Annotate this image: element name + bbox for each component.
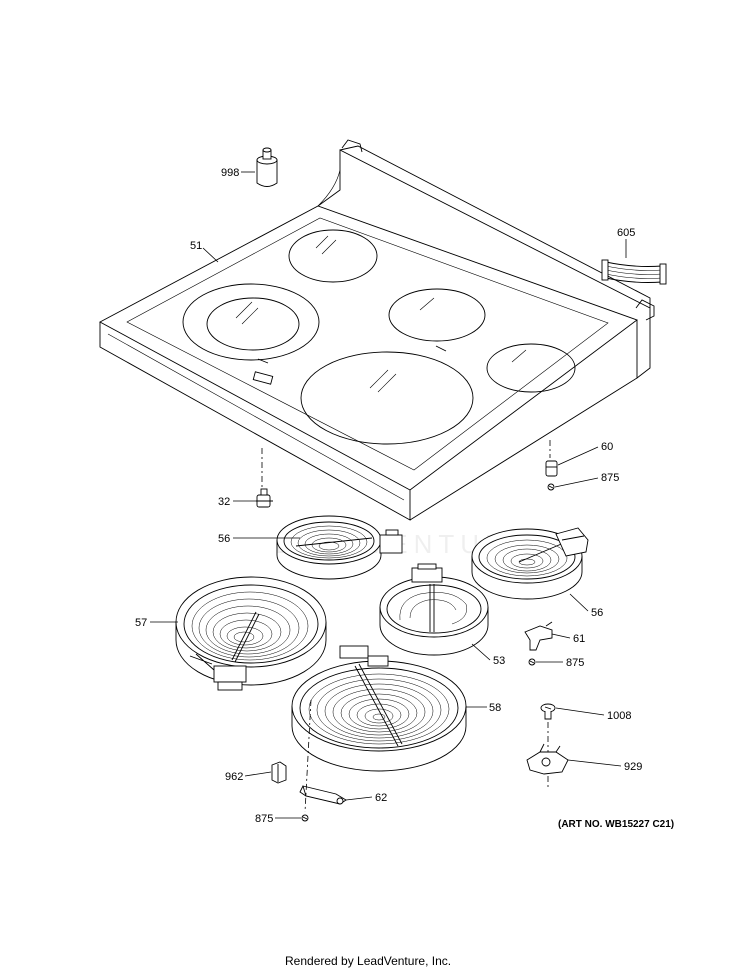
part-label-875[interactable]: 875 <box>566 657 584 669</box>
screw[interactable] <box>547 483 555 491</box>
indicator-knob[interactable] <box>256 147 278 187</box>
footer-credit: Rendered by LeadVenture, Inc. <box>285 954 451 968</box>
part-label-62[interactable]: 62 <box>375 792 387 804</box>
part-label-32[interactable]: 32 <box>218 496 230 508</box>
part-labels: 998 605 51 60 875 32 56 56 57 61 53 875 … <box>135 167 642 825</box>
leader-lines <box>150 171 627 819</box>
bracket[interactable] <box>271 761 287 784</box>
dual-radiant-element[interactable] <box>175 576 327 691</box>
radiant-element-upper-left[interactable] <box>276 515 403 580</box>
part-label-875[interactable]: 875 <box>601 472 619 484</box>
part-label-605[interactable]: 605 <box>617 227 635 239</box>
part-label-61[interactable]: 61 <box>573 633 585 645</box>
bracket[interactable] <box>299 785 347 805</box>
art-number: (ART NO. WB15227 C21) <box>558 819 674 830</box>
part-label-56[interactable]: 56 <box>591 607 603 619</box>
glass-cooktop[interactable] <box>99 139 655 521</box>
part-label-57[interactable]: 57 <box>135 617 147 629</box>
radiant-element-upper-right[interactable] <box>471 527 589 600</box>
hinge[interactable] <box>526 743 569 775</box>
part-label-1008[interactable]: 1008 <box>607 710 631 722</box>
wire-harness[interactable] <box>601 259 667 285</box>
part-label-51[interactable]: 51 <box>190 240 202 252</box>
clip[interactable] <box>524 621 553 651</box>
part-label-875[interactable]: 875 <box>255 813 273 825</box>
part-label-53[interactable]: 53 <box>493 655 505 667</box>
screw[interactable] <box>301 814 309 822</box>
bracket[interactable] <box>545 460 558 477</box>
switch[interactable] <box>256 488 273 508</box>
part-label-56[interactable]: 56 <box>218 533 230 545</box>
part-label-998[interactable]: 998 <box>221 167 239 179</box>
part-label-60[interactable]: 60 <box>601 441 613 453</box>
screw[interactable] <box>540 703 556 720</box>
part-label-58[interactable]: 58 <box>489 702 501 714</box>
tri-radiant-element[interactable] <box>291 645 467 772</box>
warming-element[interactable] <box>379 563 489 656</box>
screw[interactable] <box>528 658 536 666</box>
assembly-centerlines <box>261 440 551 813</box>
part-label-962[interactable]: 962 <box>225 771 243 783</box>
part-label-929[interactable]: 929 <box>624 761 642 773</box>
